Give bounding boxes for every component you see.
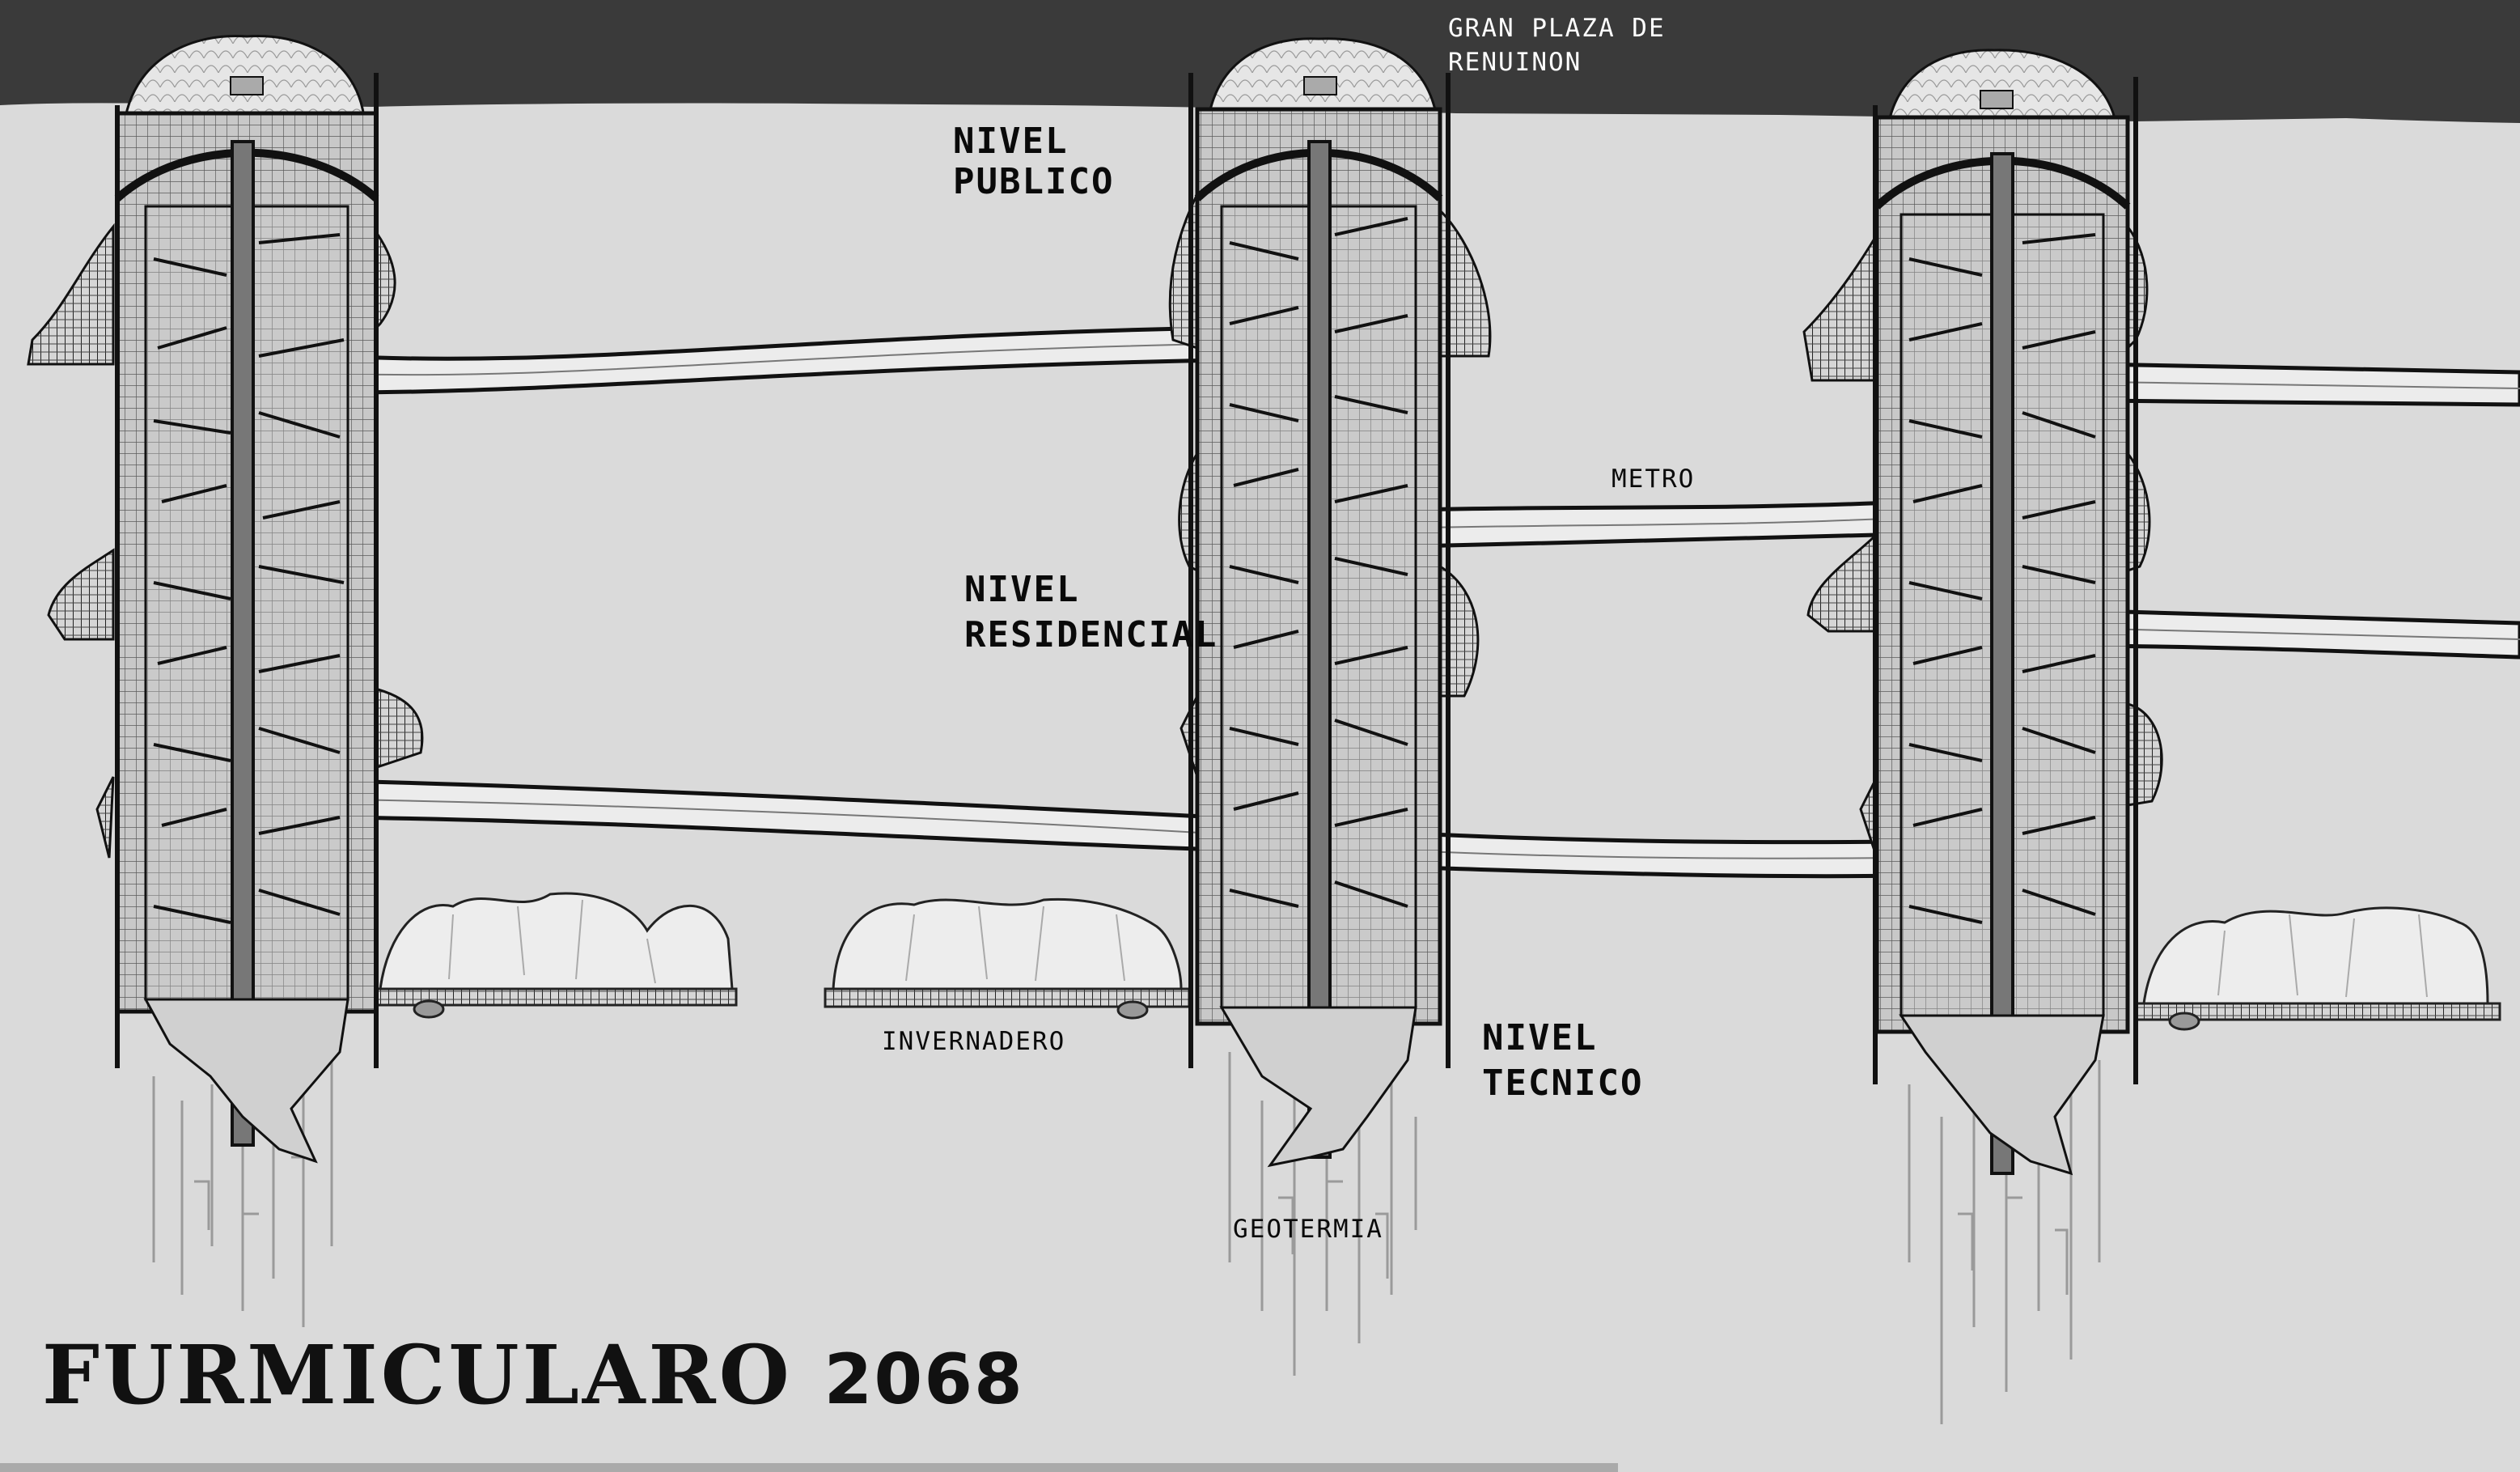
title-year: 2068: [824, 1339, 1024, 1420]
tower-2: [1168, 37, 1492, 1168]
label-geotermia: GEOTERMIA: [1233, 1215, 1383, 1244]
title-name: FURMICULARO: [42, 1327, 793, 1423]
label-metro: METRO: [1612, 465, 1696, 494]
label-tecnico-line2: TECNICO: [1482, 1063, 1644, 1104]
tower-3: [1802, 49, 2163, 1176]
label-publico-line1: NIVEL: [953, 121, 1069, 162]
tube-lower-mid: [1413, 831, 1912, 879]
label-residencial-line1: NIVEL: [964, 569, 1080, 610]
greenhouse-center: [824, 897, 1191, 1020]
diagram-title: FURMICULARO 2068: [42, 1327, 1024, 1423]
label-invernadero: INVERNADERO: [882, 1027, 1066, 1056]
tube-lower-left: [337, 778, 1224, 852]
greenhouses: [371, 892, 2501, 1031]
label-publico-line2: PUBLICO: [953, 161, 1115, 202]
label-plaza-line2: RENUINON: [1448, 48, 1582, 77]
label-tecnico-line1: NIVEL: [1482, 1017, 1598, 1058]
label-plaza-line1: GRAN PLAZA DE: [1448, 14, 1666, 43]
greenhouse-left: [371, 892, 738, 1019]
tower-1: [27, 34, 424, 1164]
greenhouse-right: [2134, 906, 2501, 1031]
geothermal-roots: [152, 1052, 2101, 1424]
label-residencial-line2: RESIDENCIAL: [964, 614, 1218, 655]
